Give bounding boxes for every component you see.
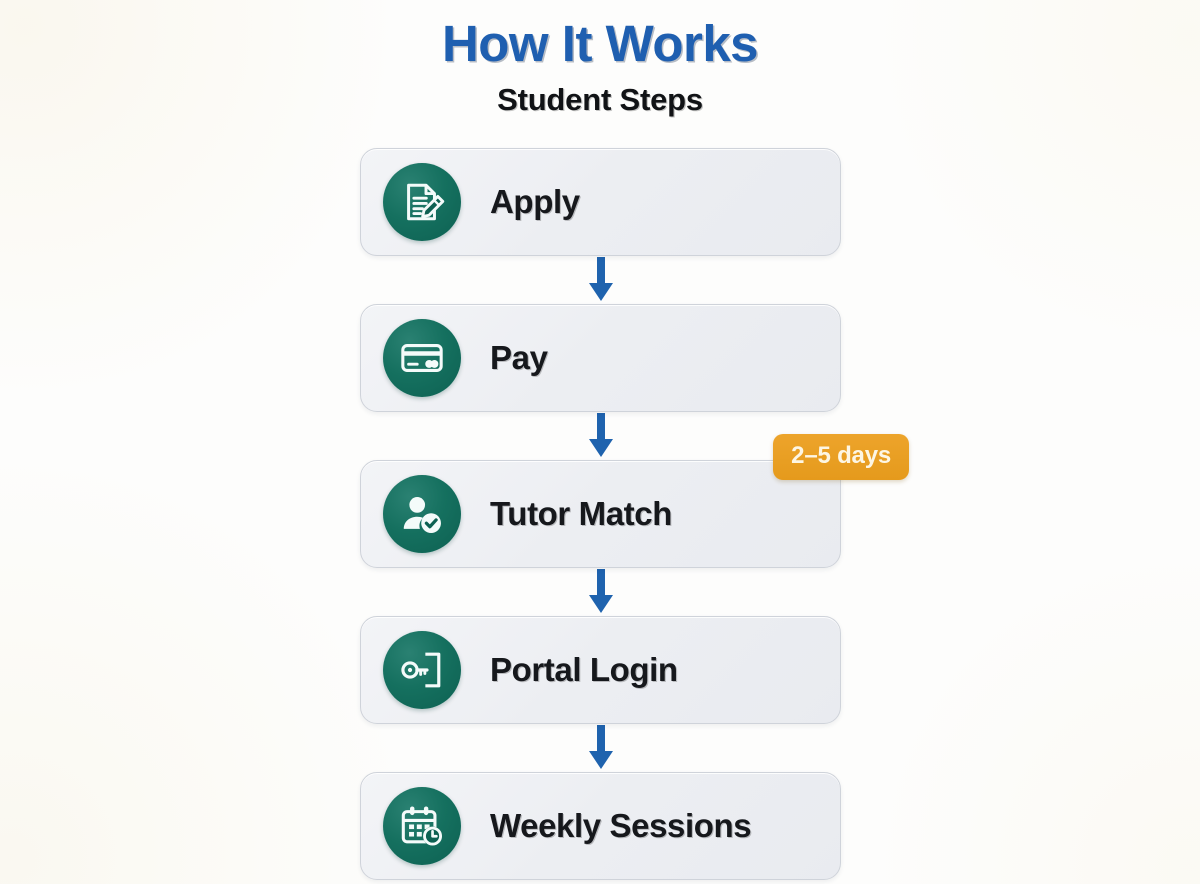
step-item: Portal Login <box>360 616 841 724</box>
credit-card-icon <box>383 319 461 397</box>
person-check-icon <box>383 475 461 553</box>
step-item: Weekly Sessions <box>360 772 841 880</box>
calendar-clock-icon <box>383 787 461 865</box>
step-label: Tutor Match <box>490 495 672 532</box>
step-card-tutor-match[interactable]: Tutor Match 2–5 days <box>360 434 909 568</box>
step-item: Pay <box>360 304 841 412</box>
step-card-portal-login[interactable]: Portal Login <box>360 616 841 724</box>
arrow-down-icon <box>360 256 841 304</box>
page-title: How It Works <box>441 15 759 72</box>
step-item: Tutor Match 2–5 days <box>360 434 909 568</box>
step-label: Portal Login <box>490 651 678 688</box>
key-door-icon <box>383 631 461 709</box>
steps-flow: Apply Pay <box>360 148 909 880</box>
arrow-down-icon <box>360 412 841 460</box>
arrow-down-icon <box>360 568 841 616</box>
header: How It Works Student Steps <box>0 16 1200 117</box>
step-label: Pay <box>490 339 548 376</box>
status-badge-duration: 2–5 days <box>773 434 909 480</box>
step-card-pay[interactable]: Pay <box>360 304 841 412</box>
step-label: Apply <box>490 183 580 220</box>
document-pencil-icon <box>383 163 461 241</box>
step-card-weekly-sessions[interactable]: Weekly Sessions <box>360 772 841 880</box>
step-item: Apply <box>360 148 841 256</box>
arrow-down-icon <box>360 724 841 772</box>
page-subtitle: Student Steps <box>497 82 703 118</box>
step-label: Weekly Sessions <box>490 807 752 844</box>
step-card-apply[interactable]: Apply <box>360 148 841 256</box>
